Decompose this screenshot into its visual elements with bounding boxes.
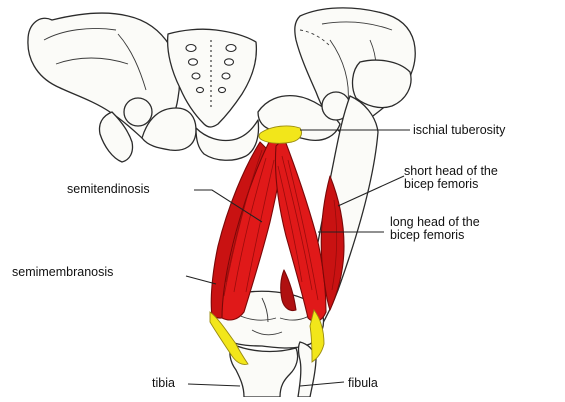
pubic-arch	[196, 120, 259, 160]
leader-tibia	[188, 384, 240, 386]
ischial-tuberosity-tendon	[259, 126, 302, 143]
label-short-head-biceps-femoris: short head of the bicep femoris	[404, 165, 498, 191]
label-semimembranosis: semimembranosis	[12, 266, 113, 279]
label-long-head-biceps-femoris: long head of the bicep femoris	[390, 216, 480, 242]
label-tibia: tibia	[152, 377, 175, 390]
left-femoral-head	[124, 98, 152, 126]
label-ischial-tuberosity: ischial tuberosity	[413, 124, 505, 137]
label-fibula: fibula	[348, 377, 378, 390]
label-semitendinosis: semitendinosis	[67, 183, 150, 196]
label-long-head-line2: bicep femoris	[390, 229, 480, 242]
label-short-head-line2: bicep femoris	[404, 178, 498, 191]
right-greater-trochanter	[353, 60, 412, 107]
leader-semimembranosis	[186, 276, 216, 284]
